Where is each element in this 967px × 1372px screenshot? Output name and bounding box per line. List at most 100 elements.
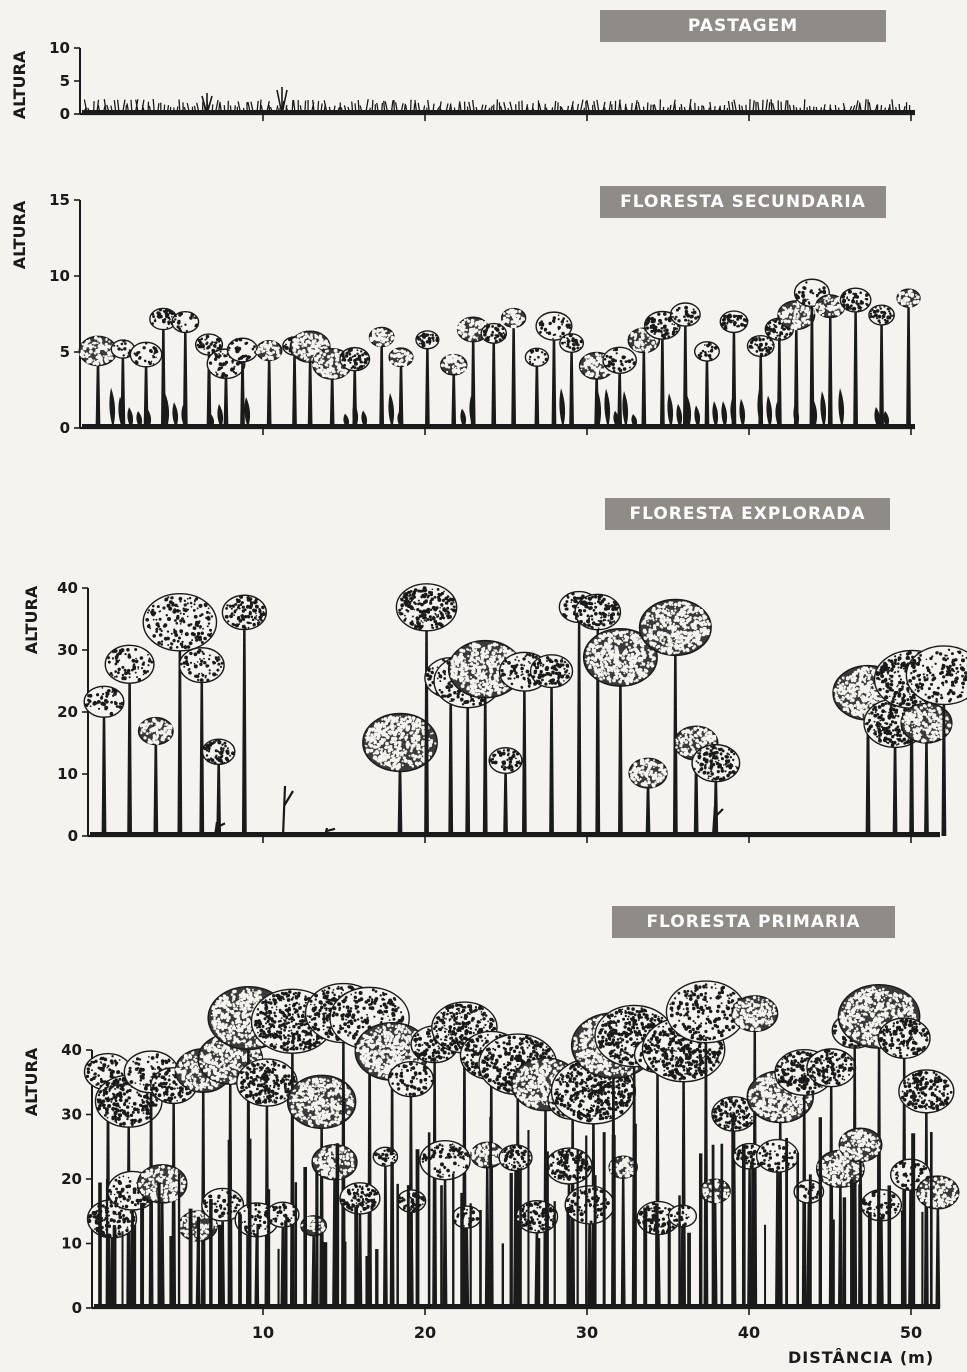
understory-tree [669, 1204, 697, 1308]
young-tree-crown [256, 341, 282, 361]
shrub-leaf [559, 388, 565, 428]
y-tick-label: 40 [57, 579, 78, 597]
y-tick-label: 30 [57, 641, 78, 659]
panel-title-floresta-explorada: FLORESTA EXPLORADA [605, 498, 890, 530]
x-axis-label: DISTÂNCIA (m) [788, 1348, 934, 1367]
understory-tree-crown [420, 1141, 470, 1180]
understory-tree-crown [312, 1145, 357, 1180]
shrub-leaf [766, 395, 772, 428]
x-tick-label: 30 [576, 1323, 598, 1342]
logged-forest-tree [222, 595, 266, 836]
shrub-leaf [721, 401, 727, 428]
panel-floresta-explorada: 0 10 20 30 40 [57, 579, 967, 845]
young-tree [628, 328, 659, 428]
understory-tree [397, 1190, 426, 1308]
canopy-tree-crown [732, 996, 778, 1032]
logged-forest-tree-crown [105, 645, 154, 683]
canopy-tree-crown [288, 1075, 356, 1128]
understory-tree [453, 1206, 481, 1308]
logged-forest-tree-crown [139, 718, 174, 745]
y-axis-label-floresta-explorada: ALTURA [22, 550, 42, 690]
young-tree [644, 311, 680, 428]
understory-tree [516, 1201, 558, 1309]
x-tick-label: 10 [252, 1323, 274, 1342]
young-tree [840, 288, 870, 428]
shrub-leaf [622, 391, 628, 428]
y-tick-label: 10 [49, 39, 70, 57]
shrub-leaf [244, 397, 250, 428]
young-tree [525, 348, 548, 428]
understory-tree-crown [340, 1183, 380, 1214]
understory-tree-crown [499, 1145, 532, 1171]
young-tree-crown [502, 309, 526, 329]
young-tree [869, 305, 894, 428]
young-tree [256, 341, 282, 428]
young-tree-crown [695, 342, 720, 361]
young-tree [227, 338, 257, 428]
young-tree-crown [897, 289, 920, 308]
y-tick-label: 30 [61, 1106, 82, 1124]
logged-forest-tree-crown [531, 655, 573, 688]
young-tree-crown [670, 303, 700, 326]
shrub-leaf [667, 393, 673, 428]
y-tick-label: 40 [61, 1041, 82, 1059]
logged-forest-tree [489, 748, 522, 836]
secondary-vegetation [79, 279, 920, 428]
understory-tree-crown [453, 1206, 481, 1228]
young-tree-crown [840, 288, 870, 312]
logged-forest-tree-crown [629, 758, 667, 788]
y-tick-label: 10 [57, 765, 78, 783]
understory-tree [733, 1144, 765, 1308]
logged-forest-tree-crown [396, 584, 456, 631]
shrub-leaf [604, 388, 610, 428]
young-tree-crown [560, 333, 584, 352]
logged-forest-tree-crown [143, 594, 216, 651]
understory-tree-crown [861, 1190, 901, 1222]
logged-forest-tree [692, 745, 740, 836]
understory-tree-crown [839, 1128, 882, 1161]
logged-forest-tree [84, 686, 124, 836]
shrub-leaf [109, 388, 115, 428]
understory-tree-crown [471, 1142, 504, 1167]
canopy-tree-crown [878, 1018, 930, 1058]
grass-strip [82, 87, 915, 114]
young-tree-crown [130, 342, 161, 367]
y-tick-label: 20 [57, 703, 78, 721]
young-tree-crown [481, 323, 507, 343]
logged-forest-tree-crown [203, 739, 235, 765]
young-tree-crown [525, 348, 548, 366]
shrub-leaf [739, 399, 745, 428]
panel-pastagem: 0510 [49, 39, 915, 123]
y-tick-label: 0 [68, 827, 78, 845]
young-tree [897, 289, 920, 428]
y-tick-label: 20 [61, 1170, 82, 1188]
young-tree-crown [340, 348, 370, 371]
logged-forest-tree [396, 584, 456, 836]
y-tick-label: 15 [49, 191, 70, 209]
young-tree [481, 323, 507, 428]
young-tree-crown [227, 338, 257, 362]
shrub-leaf [388, 393, 394, 428]
shrub-leaf [838, 388, 844, 428]
panel-title-floresta-primaria: FLORESTA PRIMARIA [612, 906, 895, 938]
young-tree-crown [389, 348, 413, 367]
young-tree-crown [441, 354, 467, 375]
y-axis-label-floresta-secundaria: ALTURA [10, 165, 30, 305]
y-tick-label: 10 [49, 267, 70, 285]
understory-tree-crown [565, 1186, 614, 1224]
logged-forest-tree-crown [489, 748, 522, 774]
panel-floresta-primaria: 0102030401020304050 [61, 981, 959, 1342]
logged-forest-tree [139, 718, 174, 836]
young-tree-crown [869, 305, 894, 325]
logged-forest-tree-crown [84, 686, 124, 717]
y-tick-label: 0 [60, 419, 70, 437]
x-tick-label: 50 [900, 1323, 922, 1342]
understory-tree-crown [757, 1140, 799, 1173]
young-tree-crown [416, 331, 439, 349]
logged-forest-tree-crown [692, 745, 740, 782]
panel-title-pastagem: PASTAGEM [600, 10, 886, 42]
panel-floresta-secundaria: 051015 [49, 191, 920, 437]
understory-tree-crown [267, 1202, 299, 1227]
understory-tree-crown [546, 1148, 592, 1184]
young-tree-crown [603, 347, 636, 373]
